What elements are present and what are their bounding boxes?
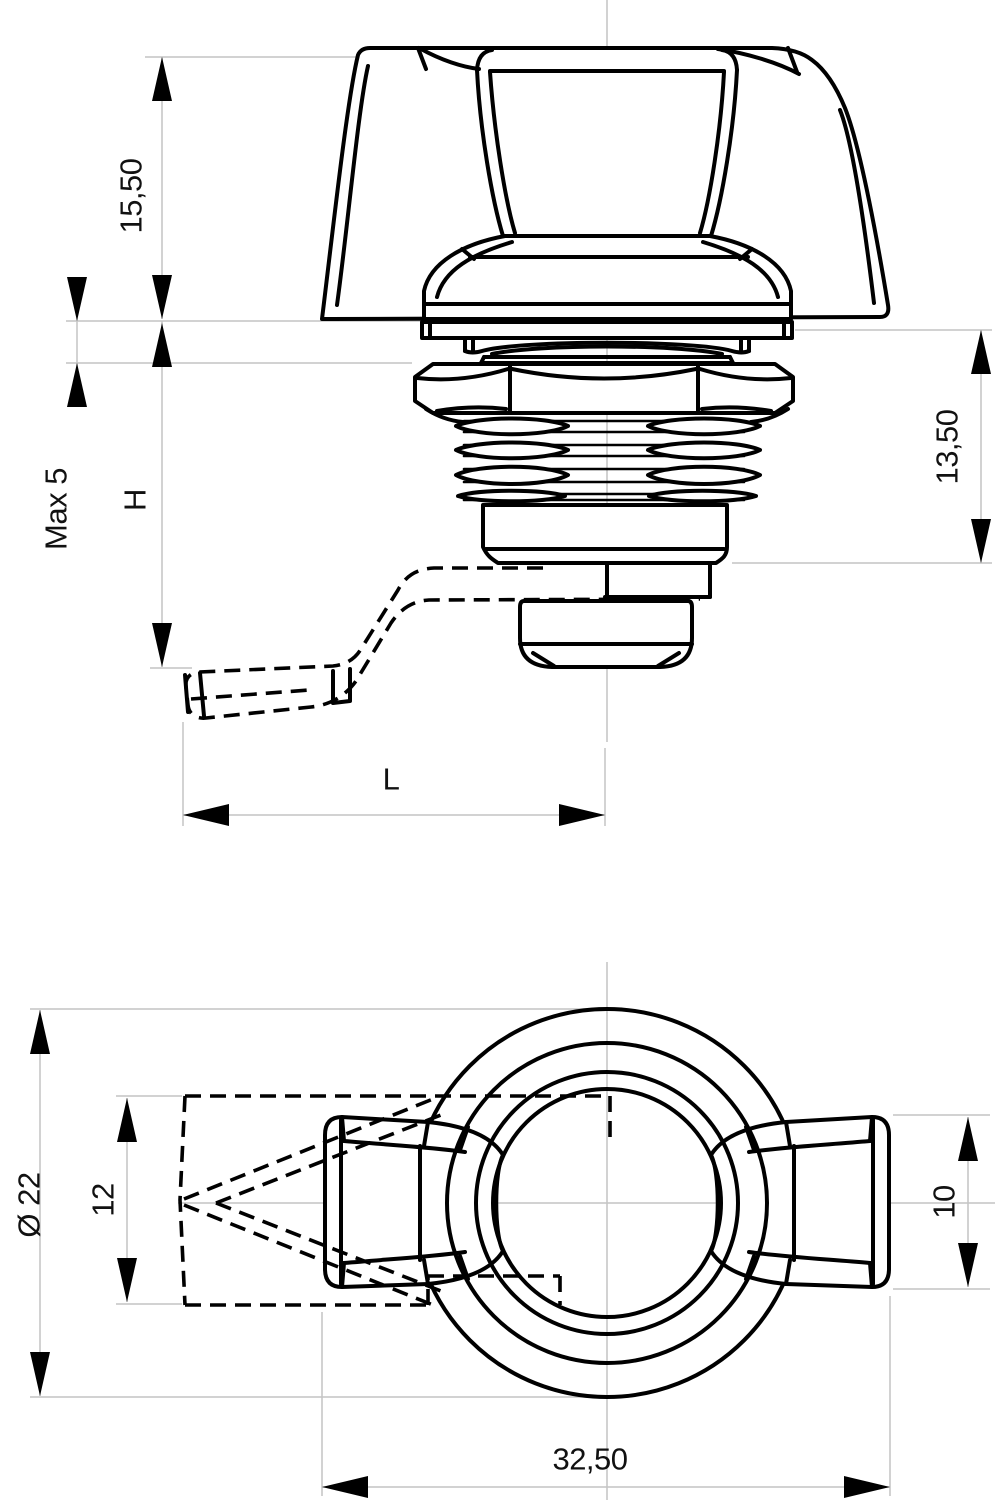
bottom-view: Ø 22 12 10 32,50 bbox=[12, 962, 995, 1500]
dim-10: 10 bbox=[927, 1117, 978, 1287]
front-view: 15,50 Max 5 H 13,50 L bbox=[39, 0, 992, 826]
flange-washer-details bbox=[428, 320, 786, 340]
dim-label-12: 12 bbox=[86, 1183, 121, 1216]
dim-32-50: 32,50 bbox=[322, 1442, 890, 1498]
dim-dia-22: Ø 22 bbox=[12, 1010, 50, 1396]
arrowhead-up bbox=[67, 363, 87, 407]
cam-lever-hidden-front bbox=[183, 566, 701, 720]
arrowhead-down bbox=[152, 623, 172, 667]
bottom-extension-lines bbox=[30, 1008, 990, 1496]
dim-label-15-50: 15,50 bbox=[114, 158, 149, 233]
cam-nose bbox=[518, 599, 694, 669]
dim-h: H bbox=[118, 321, 172, 667]
arrowhead-down bbox=[958, 1243, 978, 1287]
arrowhead-left bbox=[183, 804, 229, 826]
arrowhead-right bbox=[559, 804, 605, 826]
dim-max-5: Max 5 bbox=[39, 277, 87, 550]
hex-nut-details bbox=[415, 364, 793, 414]
dim-12: 12 bbox=[86, 1098, 137, 1302]
front-extension-lines bbox=[66, 56, 992, 826]
thread-section bbox=[424, 407, 790, 504]
arrowhead-down bbox=[152, 275, 172, 319]
arrowhead-left bbox=[322, 1476, 368, 1498]
dim-label-13-50: 13,50 bbox=[930, 409, 965, 484]
arrowhead-up bbox=[152, 57, 172, 101]
dim-15-50: 15,50 bbox=[114, 57, 172, 319]
spindle-collar bbox=[603, 561, 712, 599]
wing-details bbox=[339, 1115, 875, 1289]
cam-nose-details bbox=[518, 642, 694, 668]
knob-skirt-details bbox=[423, 240, 792, 306]
dim-l: L bbox=[183, 762, 605, 826]
arrowhead-up bbox=[117, 1098, 137, 1142]
arrowhead-up bbox=[971, 330, 991, 374]
arrowhead-down bbox=[30, 1352, 50, 1396]
arrowhead-up bbox=[30, 1010, 50, 1054]
dim-label-h: H bbox=[118, 489, 153, 511]
dim-label-32-50: 32,50 bbox=[552, 1442, 627, 1477]
dome-circles bbox=[445, 1041, 769, 1365]
knob-skirt bbox=[422, 234, 793, 321]
dim-13-50: 13,50 bbox=[930, 330, 991, 563]
dim-label-max-5: Max 5 bbox=[39, 468, 74, 550]
arrowhead-down bbox=[971, 519, 991, 563]
dim-label-10: 10 bbox=[927, 1185, 962, 1219]
arrowhead-right bbox=[844, 1476, 890, 1498]
cam-lever-hidden-bottom bbox=[178, 1094, 612, 1309]
arrowhead-up bbox=[152, 323, 172, 367]
dim-label-dia-22: Ø 22 bbox=[12, 1172, 47, 1237]
arrowhead-down bbox=[67, 277, 87, 321]
wing-knob-details bbox=[335, 46, 876, 307]
dim-label-l: L bbox=[383, 762, 400, 797]
arrowhead-down bbox=[117, 1258, 137, 1302]
latch-body-cylinder bbox=[481, 503, 729, 565]
arrowhead-up bbox=[958, 1117, 978, 1161]
flange-washer bbox=[420, 320, 794, 340]
